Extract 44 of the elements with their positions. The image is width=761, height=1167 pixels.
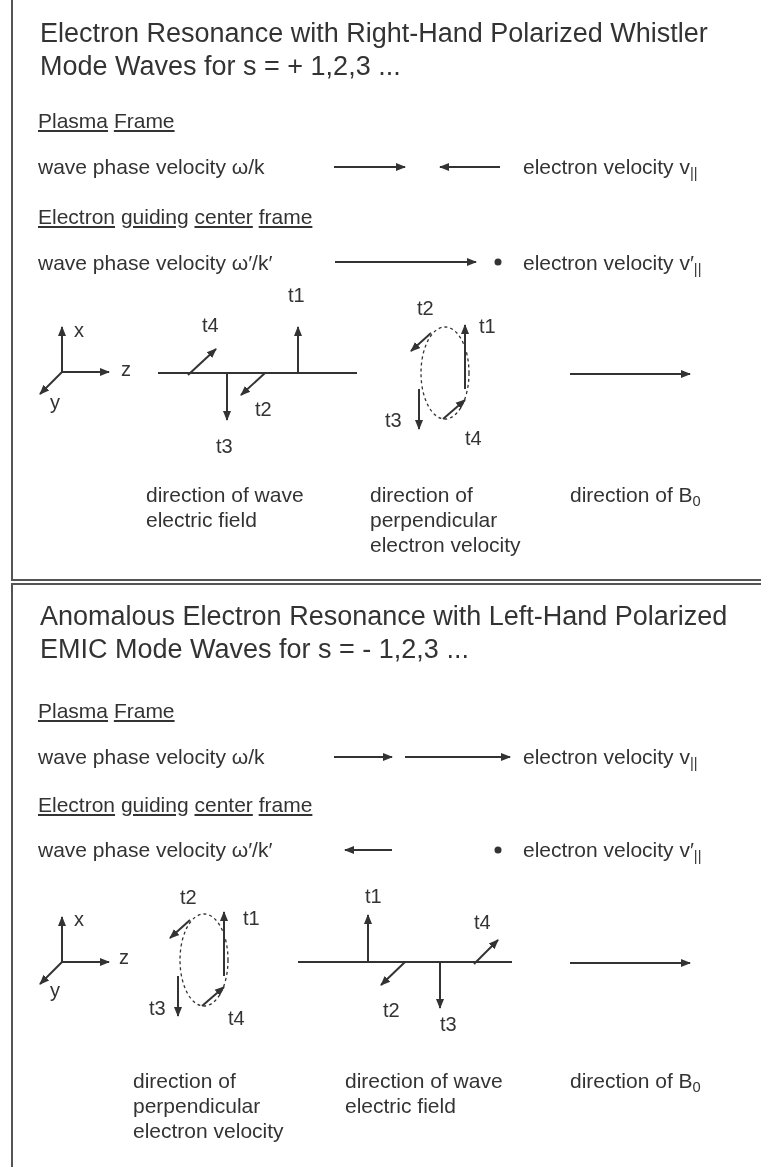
axis-label: z bbox=[119, 945, 129, 970]
velocity-label: electron velocity v$_{||}$ bbox=[523, 154, 698, 179]
axis-label: y bbox=[50, 390, 60, 415]
velocity-label: electron velocity v$_{||}$ bbox=[523, 744, 698, 769]
caption-text: direction of perpendicular electron velocity bbox=[370, 482, 522, 557]
axis-label: x bbox=[74, 907, 84, 932]
time-step-label: t3 bbox=[440, 1012, 457, 1037]
time-step-label: t3 bbox=[385, 408, 402, 433]
time-step-label: t1 bbox=[479, 314, 496, 339]
velocity-label: wave phase velocity ω′/k′ bbox=[38, 837, 273, 862]
panel-frame bbox=[11, 0, 761, 581]
section-heading: Plasma Frame bbox=[38, 698, 175, 723]
axis-label: x bbox=[74, 318, 84, 343]
velocity-label: electron velocity v′$_{||}$ bbox=[523, 250, 702, 275]
caption-text: direction of B$_{0}$ bbox=[570, 482, 701, 507]
time-step-label: t4 bbox=[228, 1006, 245, 1031]
time-step-label: t2 bbox=[383, 998, 400, 1023]
time-step-label: t1 bbox=[288, 283, 305, 308]
panel-frame bbox=[11, 583, 761, 1167]
time-step-label: t2 bbox=[180, 885, 197, 910]
caption-text: direction of B$_{0}$ bbox=[570, 1068, 701, 1093]
time-step-label: t4 bbox=[474, 910, 491, 935]
time-step-label: t3 bbox=[216, 434, 233, 459]
time-step-label: t3 bbox=[149, 996, 166, 1021]
velocity-label: wave phase velocity ω′/k′ bbox=[38, 250, 273, 275]
velocity-label: electron velocity v′$_{||}$ bbox=[523, 837, 702, 862]
axis-label: z bbox=[121, 357, 131, 382]
section-heading: Plasma Frame bbox=[38, 108, 175, 133]
time-step-label: t1 bbox=[365, 884, 382, 909]
time-step-label: t2 bbox=[417, 296, 434, 321]
time-step-label: t1 bbox=[243, 906, 260, 931]
caption-text: direction of wave electric field bbox=[345, 1068, 504, 1118]
panel-title: Anomalous Electron Resonance with Left-Hand Polarized EMIC Mode Waves for s = - 1,2,3 ... bbox=[40, 600, 729, 666]
velocity-label: wave phase velocity ω/k bbox=[38, 744, 265, 769]
panel-title: Electron Resonance with Right-Hand Polarized Whistler Mode Waves for s = + 1,2,3 ... bbox=[40, 17, 709, 83]
time-step-label: t2 bbox=[255, 397, 272, 422]
section-heading: Electron guiding center frame bbox=[38, 792, 313, 817]
caption-text: direction of wave electric field bbox=[146, 482, 305, 532]
time-step-label: t4 bbox=[465, 426, 482, 451]
time-step-label: t4 bbox=[202, 313, 219, 338]
caption-text: direction of perpendicular electron velocity bbox=[133, 1068, 285, 1143]
velocity-label: wave phase velocity ω/k bbox=[38, 154, 265, 179]
axis-label: y bbox=[50, 978, 60, 1003]
section-heading: Electron guiding center frame bbox=[38, 204, 313, 229]
